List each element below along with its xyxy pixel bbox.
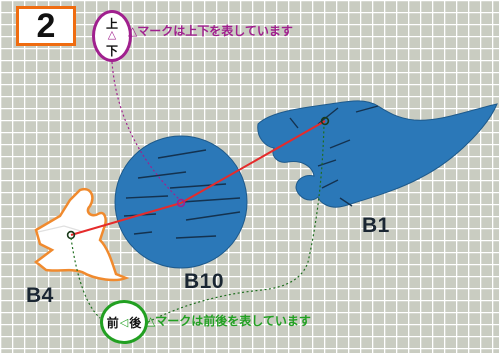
updown-note: △マークは上下を表しています bbox=[128, 24, 293, 38]
connector-line bbox=[70, 120, 326, 236]
step-number-badge: 2 bbox=[16, 6, 76, 46]
part-label-b10: B10 bbox=[184, 270, 225, 293]
part-label-b4: B4 bbox=[26, 284, 54, 307]
frontback-mark-icon: 前 ◁ 後 bbox=[100, 300, 148, 344]
updown-top-text: 上 bbox=[105, 17, 118, 31]
frontback-right-text: 後 bbox=[129, 315, 142, 330]
updown-mark-icon: 上 △ 下 bbox=[92, 10, 132, 62]
updown-bottom-text: 下 bbox=[105, 44, 118, 58]
frontback-left-text: 前 bbox=[106, 315, 119, 330]
leader-lines bbox=[70, 61, 325, 323]
triangle-left-icon: ◁ bbox=[119, 316, 129, 329]
triangle-icon: △ bbox=[107, 29, 117, 41]
frontback-note: △マークは前後を表しています bbox=[146, 314, 311, 328]
part-label-b1: B1 bbox=[362, 214, 390, 237]
part-b1 bbox=[257, 100, 498, 208]
part-b4 bbox=[33, 187, 130, 282]
